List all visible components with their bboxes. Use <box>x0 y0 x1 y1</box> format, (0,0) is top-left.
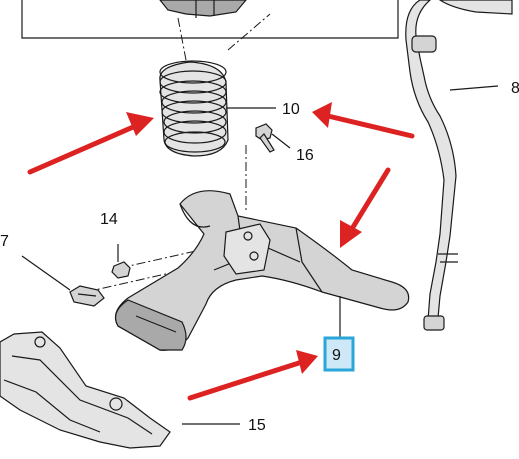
air-cleaner-box <box>21 0 399 39</box>
coupling-hose <box>159 60 229 157</box>
arrow-to-duct <box>340 167 391 248</box>
leader-16 <box>271 133 291 149</box>
clip-7 <box>69 285 105 307</box>
intake-duct <box>115 190 410 351</box>
pointer-arrows <box>27 102 415 401</box>
callout-15: 15 <box>248 417 266 434</box>
callout-9: 9 <box>332 347 341 364</box>
callout-10: 10 <box>282 101 300 118</box>
callout-14: 14 <box>100 211 118 228</box>
leader-7 <box>21 255 71 291</box>
callout-8: 8 <box>511 80 519 97</box>
bolt-16 <box>255 123 275 153</box>
arrow-to-callout-9 <box>187 350 318 401</box>
leader-8 <box>449 85 499 91</box>
arrow-to-hose <box>27 112 154 175</box>
arrow-to-callout-10 <box>312 102 415 139</box>
callout-9-box <box>323 336 355 372</box>
callout-16: 16 <box>296 147 314 164</box>
assembly-leader-lines <box>85 13 271 293</box>
bolt-14 <box>111 244 131 279</box>
bracket-15 <box>0 331 171 449</box>
vent-hose <box>405 0 513 331</box>
callout-7: 7 <box>0 233 9 250</box>
